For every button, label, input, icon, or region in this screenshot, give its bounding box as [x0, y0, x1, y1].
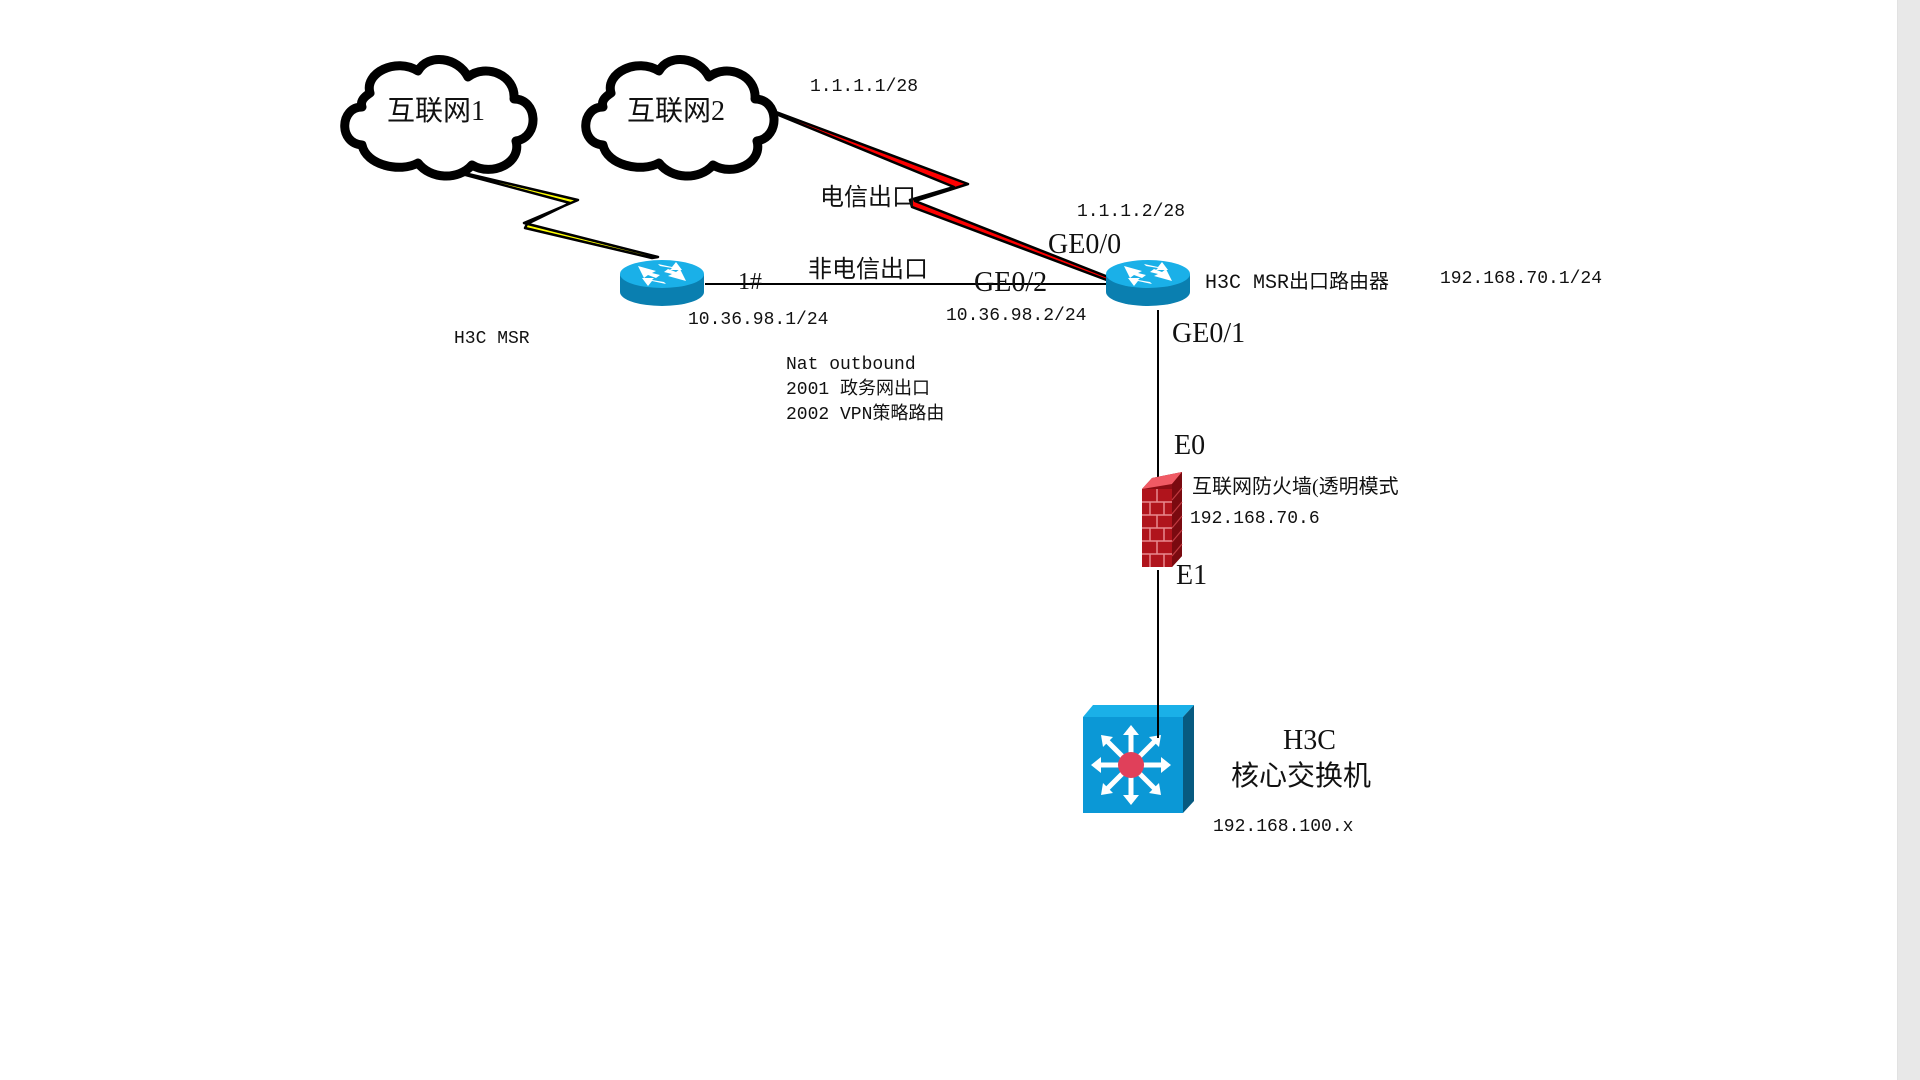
ip-exit-ge00-label: 1.1.1.2/28 — [1077, 202, 1186, 222]
nat-line1-label: 2001 政务网出口 — [786, 380, 931, 400]
port-e0-label: E0 — [1174, 430, 1206, 461]
router-msr-icon — [620, 260, 704, 306]
switch-ip-label: 192.168.100.x — [1213, 817, 1354, 837]
port-ge01-label: GE0/1 — [1172, 318, 1246, 349]
port-ge02-label: GE0/2 — [974, 267, 1048, 298]
exit-router-name-label: H3C MSR出口路由器 — [1205, 272, 1390, 295]
telecom-exit-label: 电信出口 — [820, 185, 916, 211]
msr-name-label: H3C MSR — [454, 329, 530, 349]
vertical-scrollbar[interactable] — [1897, 0, 1920, 1080]
firewall-icon — [1142, 472, 1183, 567]
switch-name-label: 核心交换机 — [1231, 761, 1372, 792]
switch-brand-label: H3C — [1283, 725, 1336, 756]
ip-exit-ge02-label: 10.36.98.2/24 — [946, 306, 1087, 326]
ip-exit-lan-label: 192.168.70.1/24 — [1440, 269, 1603, 289]
ip-msr-label: 10.36.98.1/24 — [688, 310, 829, 330]
cloud-internet1-label: 互联网1 — [387, 96, 486, 127]
lightning-red-icon — [774, 110, 1128, 287]
non-telecom-exit-label: 非电信出口 — [808, 257, 928, 283]
nat-title-label: Nat outbound — [786, 355, 916, 375]
firewall-name-label: 互联网防火墙(透明模式 — [1192, 476, 1399, 498]
router-exit-icon — [1106, 260, 1190, 306]
firewall-ip-label: 192.168.70.6 — [1190, 509, 1320, 529]
nat-line2-label: 2002 VPN策略路由 — [786, 405, 945, 425]
cloud-internet2-label: 互联网2 — [627, 96, 726, 127]
port-e1-label: E1 — [1176, 560, 1208, 591]
port-ge00-label: GE0/0 — [1048, 229, 1122, 260]
port-1hash-label: 1# — [738, 269, 762, 295]
ip-internet2-label: 1.1.1.1/28 — [810, 77, 919, 97]
core-switch-icon — [1083, 705, 1194, 813]
lightning-yellow-icon — [445, 167, 660, 260]
cloud-internet2-icon — [581, 55, 779, 181]
cloud-internet1-icon — [340, 55, 538, 181]
